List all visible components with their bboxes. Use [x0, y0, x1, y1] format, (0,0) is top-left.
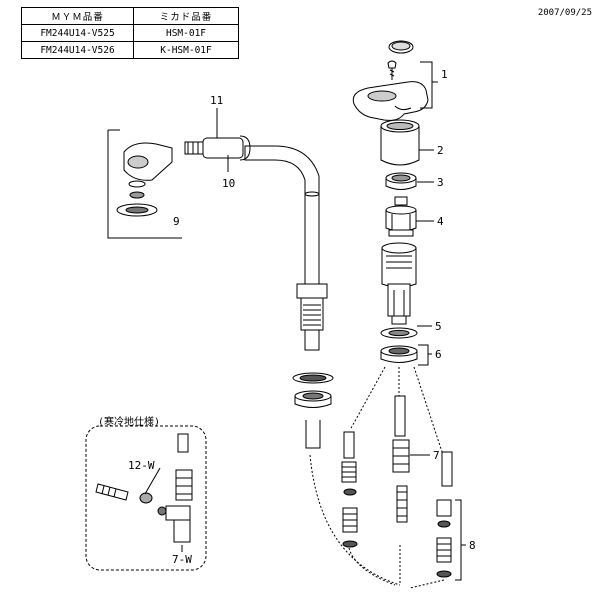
callout-11: 11 — [210, 94, 224, 107]
inset-spray-head-box — [107, 129, 182, 239]
date-stamp: 2007/09/25 — [537, 8, 592, 18]
part-4-cartridge — [385, 196, 417, 237]
part-1-lever-handle — [352, 40, 429, 121]
callout-12w: 12-W — [128, 459, 155, 472]
callout-8: 8 — [469, 539, 476, 552]
table-row: FM244U14-V525 HSM-01F — [21, 24, 239, 42]
callout-5: 5 — [435, 320, 442, 333]
part-2-cover — [380, 119, 420, 166]
callout-4: 4 — [437, 215, 444, 228]
table-header-row: ＭＹＭ品番 ミカド品番 — [21, 7, 239, 25]
callout-9: 9 — [173, 215, 180, 228]
callout-2: 2 — [437, 144, 444, 157]
callout-3: 3 — [437, 176, 444, 189]
inset-title-cold-region: (寒冷地仕様) — [98, 417, 161, 428]
part-3-ring-nut — [385, 172, 417, 190]
callout-1: 1 — [441, 68, 448, 81]
part-5-washer — [380, 327, 418, 339]
part-6-fixing-nut — [380, 345, 418, 363]
callout-7: 7 — [433, 449, 440, 462]
callout-leaders — [144, 61, 466, 581]
table-row: FM244U14-V526 K-HSM-01F — [21, 41, 239, 59]
callout-6: 6 — [435, 348, 442, 361]
part-9-spray-head — [116, 142, 173, 217]
part-11-spout — [244, 145, 334, 449]
part-7w-valve — [165, 433, 193, 543]
leader-lines — [309, 366, 449, 589]
faucet-body — [381, 242, 417, 325]
callout-7w: 7-W — [172, 553, 192, 566]
part-12w-drain-plug — [95, 483, 167, 516]
part-10-connector — [184, 135, 251, 161]
cold-region-inset — [85, 425, 207, 571]
mikado-part-no: K-HSM-01F — [133, 41, 239, 59]
part-8-fittings — [436, 451, 453, 578]
parts-number-table: ＭＹＭ品番 ミカド品番 FM244U14-V525 HSM-01F FM244U… — [21, 7, 239, 59]
callout-10: 10 — [222, 177, 236, 190]
part-7-hoses — [341, 395, 410, 548]
